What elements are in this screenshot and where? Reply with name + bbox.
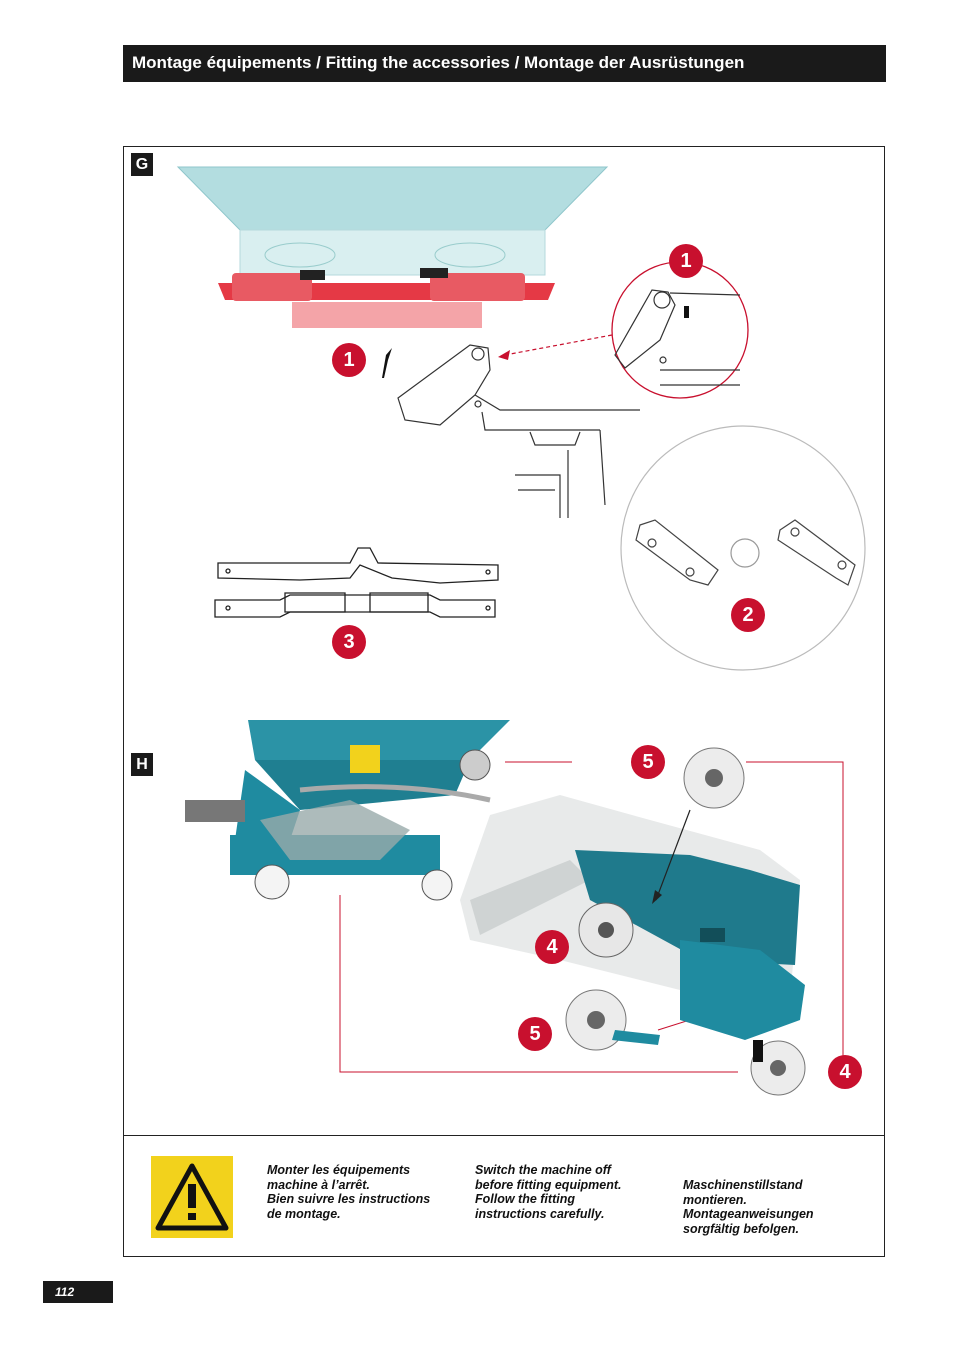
callout-5-bottom: 5 (518, 1017, 552, 1051)
warning-divider (123, 1135, 885, 1136)
header-bar: Montage équipements / Fitting the access… (123, 45, 886, 82)
callout-3: 3 (332, 625, 366, 659)
page-title: Montage équipements / Fitting the access… (132, 53, 745, 72)
section-h-label: H (131, 753, 153, 776)
callout-2: 2 (731, 598, 765, 632)
detail-zoom-circle (611, 261, 749, 399)
warning-text-fr: Monter les équipements machine à l’arrêt… (267, 1163, 431, 1221)
rotate-arrow-icon (382, 348, 392, 378)
spreader-machine-illustration (185, 720, 510, 901)
spreader-hopper-illustration (176, 166, 609, 328)
deflector-bracket-drawing (397, 344, 640, 518)
callout-4-mid: 4 (535, 930, 569, 964)
illustration-frame (123, 146, 885, 1257)
callout-1-left: 1 (332, 343, 366, 377)
mounting-plate-drawing (214, 547, 499, 618)
page-number: 112 (43, 1281, 113, 1303)
callout-4-bottom: 4 (828, 1055, 862, 1089)
warning-icon-box (151, 1156, 233, 1238)
callout-5-top: 5 (631, 745, 665, 779)
spreading-disc-drawing (620, 425, 866, 671)
section-g-label: G (131, 153, 153, 176)
warning-text-de: Maschinenstillstand montieren. Montagean… (683, 1178, 814, 1236)
wheel-assembly-detail (460, 747, 806, 1096)
callout-1-top: 1 (669, 244, 703, 278)
warning-text-en: Switch the machine off before fitting eq… (475, 1163, 622, 1221)
